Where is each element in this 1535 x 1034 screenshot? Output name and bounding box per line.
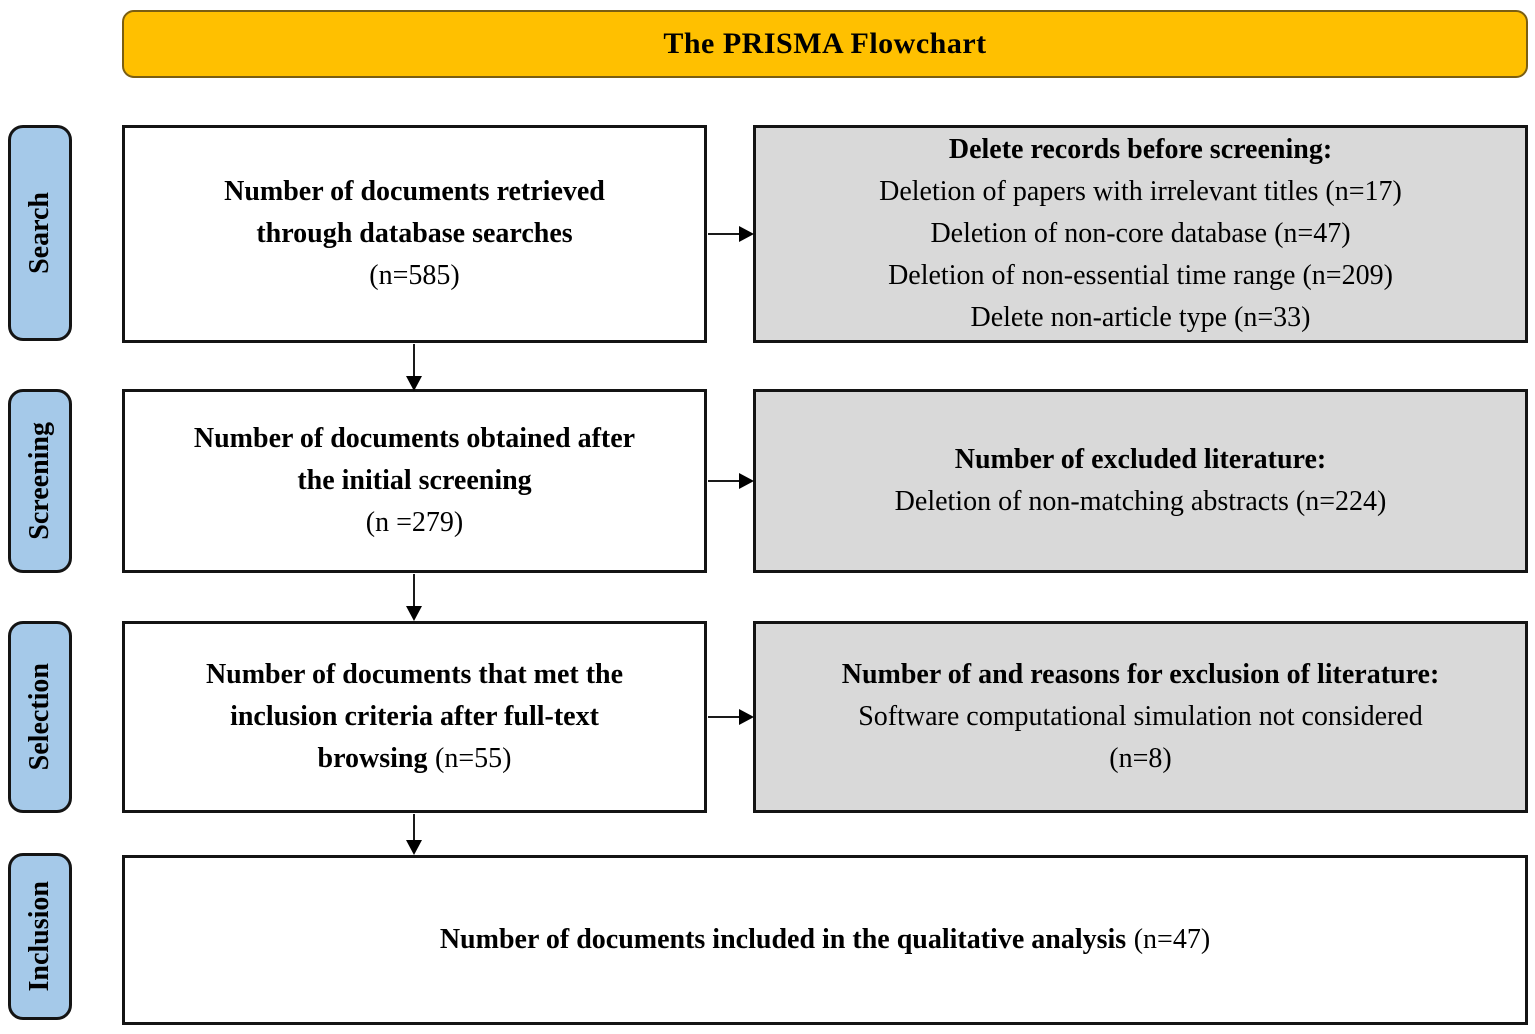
flow-box-screened: Number of documents obtained after the i… xyxy=(122,389,707,573)
flow-box-selected-line3-text: browsing xyxy=(317,743,428,774)
flow-box-retrieved-count: (n=585) xyxy=(369,260,460,291)
flow-box-selected-line1: Number of documents that met the xyxy=(205,659,624,690)
stage-label-selection: Selection xyxy=(8,621,72,813)
header-bar: The PRISMA Flowchart xyxy=(122,10,1528,78)
stage-label-search: Search xyxy=(8,125,72,341)
page-title: The PRISMA Flowchart xyxy=(663,27,987,60)
exclusion-box-before-screening: Delete records before screening: Deletio… xyxy=(753,125,1528,343)
flow-box-retrieved: Number of documents retrieved through da… xyxy=(122,125,707,343)
stage-label-selection-text: Selection xyxy=(24,663,55,771)
exclusion-item: Deletion of non-matching abstracts (n=22… xyxy=(894,486,1387,517)
flow-box-retrieved-line2: through database searches xyxy=(256,218,573,249)
exclusion-box-heading: Number of excluded literature: xyxy=(954,444,1327,475)
right-arrow-retrieved-to-deleted xyxy=(708,226,754,242)
exclusion-item: Deletion of non-essential time range (n=… xyxy=(888,260,1393,291)
exclusion-box-heading: Number of and reasons for exclusion of l… xyxy=(841,659,1440,690)
down-arrow-selected-to-included xyxy=(406,814,422,855)
stage-label-screening-text: Screening xyxy=(24,422,55,540)
flow-box-screened-count: (n =279) xyxy=(365,507,464,538)
flow-box-selected-line3: browsing(n=55) xyxy=(318,738,512,780)
flow-box-screened-line2: the initial screening xyxy=(297,465,532,496)
exclusion-box-heading: Delete records before screening: xyxy=(948,134,1333,165)
flow-box-included: Number of documents included in the qual… xyxy=(122,855,1528,1025)
exclusion-item: Delete non-article type (n=33) xyxy=(970,302,1311,333)
right-arrow-selected-to-excluded xyxy=(708,709,754,725)
stage-label-screening: Screening xyxy=(8,389,72,573)
flow-box-included-text: Number of documents included in the qual… xyxy=(439,924,1127,955)
flow-box-screened-line1: Number of documents obtained after xyxy=(193,423,636,454)
exclusion-box-abstract-screening: Number of excluded literature: Deletion … xyxy=(753,389,1528,573)
flow-box-included-count: (n=47) xyxy=(1133,924,1211,955)
flow-box-selected: Number of documents that met the inclusi… xyxy=(122,621,707,813)
exclusion-item: (n=8) xyxy=(1109,743,1172,774)
flow-box-retrieved-line1: Number of documents retrieved xyxy=(224,176,605,207)
right-arrow-screened-to-excluded xyxy=(708,473,754,489)
exclusion-box-full-text: Number of and reasons for exclusion of l… xyxy=(753,621,1528,813)
down-arrow-retrieved-to-screened xyxy=(406,344,422,391)
exclusion-item: Deletion of non-core database (n=47) xyxy=(930,218,1351,249)
flow-box-included-line: Number of documents included in the qual… xyxy=(440,919,1210,961)
flow-box-selected-line2: inclusion criteria after full-text xyxy=(230,701,599,732)
stage-label-inclusion-text: Inclusion xyxy=(24,881,55,992)
down-arrow-screened-to-selected xyxy=(406,574,422,621)
exclusion-item: Deletion of papers with irrelevant title… xyxy=(879,176,1402,207)
stage-label-search-text: Search xyxy=(24,192,55,274)
exclusion-item: Software computational simulation not co… xyxy=(858,701,1423,732)
stage-label-inclusion: Inclusion xyxy=(8,853,72,1020)
flow-box-selected-count: (n=55) xyxy=(435,743,512,774)
